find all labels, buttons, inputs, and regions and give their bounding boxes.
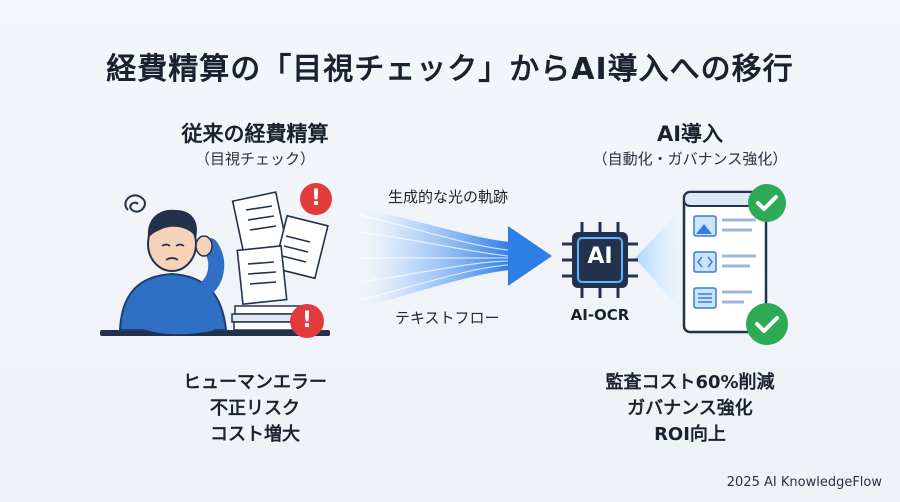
list-icon: [693, 287, 717, 309]
benefit-item: ガバナンス強化: [627, 398, 753, 419]
right-heading: AI導入: [656, 122, 724, 146]
document-icon: [236, 244, 288, 306]
code-icon: [693, 251, 717, 273]
issue-item: 不正リスク: [210, 398, 300, 419]
alert-icon: !: [290, 304, 324, 338]
benefits-list: 監査コスト60%削減 ガバナンス強化 ROI向上: [570, 370, 810, 448]
flow-arrow-head: [508, 226, 552, 286]
check-icon: [746, 303, 788, 345]
issues-list: ヒューマンエラー 不正リスク コスト増大: [120, 370, 390, 448]
benefit-item: ROI向上: [654, 424, 726, 445]
issue-item: ヒューマンエラー: [183, 372, 327, 393]
ai-chip-label: AI: [587, 244, 613, 269]
document-icon: [273, 214, 329, 280]
ai-chip-icon: [562, 222, 638, 298]
issue-item: コスト増大: [210, 424, 300, 445]
flow-bottom-label: テキストフロー: [395, 309, 500, 327]
digital-document-illustration: [682, 190, 768, 334]
page-title: 経費精算の「目視チェック」からAI導入への移行: [106, 52, 794, 87]
benefit-item: 監査コスト60%削減: [605, 372, 775, 393]
document-icon: [231, 191, 289, 257]
check-icon: [748, 184, 786, 222]
footer-credit: 2025 AI KnowledgeFlow: [726, 475, 882, 490]
left-subheading: （目視チェック）: [194, 150, 315, 168]
flow-top-label: 生成的な光の軌跡: [388, 188, 509, 206]
worried-person-illustration: [100, 191, 330, 336]
alert-icon: !: [300, 183, 332, 215]
image-icon: [693, 215, 717, 237]
left-heading: 従来の経費精算: [181, 122, 329, 146]
ai-ocr-caption: AI-OCR: [570, 306, 630, 324]
stress-swirl-icon: [124, 194, 146, 213]
right-subheading: （自動化・ガバナンス強化）: [592, 150, 788, 168]
scan-glow: [635, 200, 690, 320]
